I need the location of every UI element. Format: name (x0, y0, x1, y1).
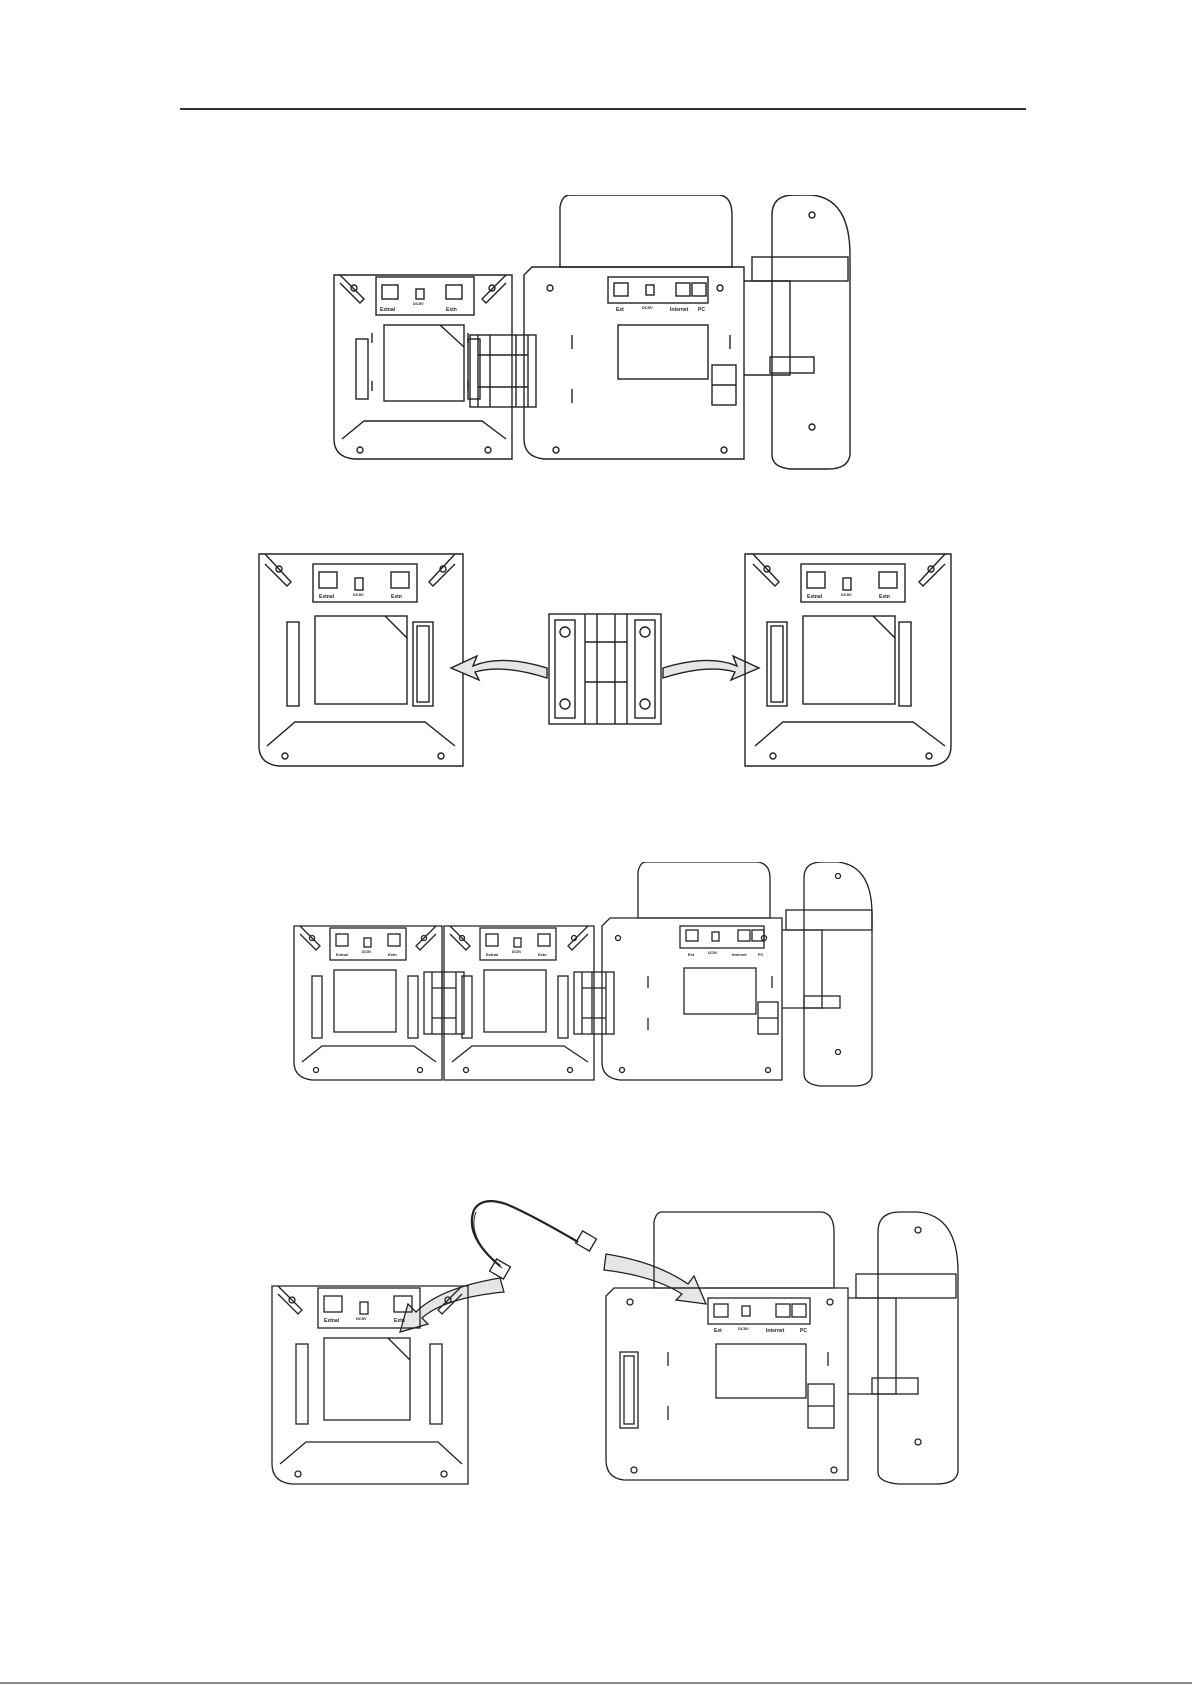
figure-connector-insertion: Extnal DC5V Extn Extnal DC5V Extn (255, 550, 955, 775)
right-module-port-center-label: DC5V (841, 592, 852, 597)
phone-base: Ext DC5V Internet PC (606, 1212, 958, 1484)
left-insert-arrow (451, 656, 547, 680)
expansion-module-a: Extnal DC5V Extn (294, 926, 442, 1080)
module-a-port-left-label: Extnal (336, 952, 348, 957)
phone-port-power-label: DC5V (738, 1326, 749, 1331)
left-module-port-center-label: DC5V (353, 592, 364, 597)
module-port-center-label: DC5V (413, 301, 424, 306)
ext-cable (472, 1201, 597, 1279)
module-b-port-left-label: Extnal (486, 952, 498, 957)
module-port-center-label: DC5V (356, 1316, 367, 1321)
phone-port-internet-label: Internet (732, 952, 747, 957)
header-rule (180, 108, 1026, 110)
right-module-port-left-label: Extnal (807, 594, 823, 600)
phone-port-pc-label: PC (800, 1328, 807, 1334)
phone-base: Ext DC5V Internet PC (602, 862, 872, 1086)
phone-port-ext-label: Ext (688, 952, 695, 957)
phone-port-ext-label: Ext (616, 307, 624, 313)
left-module-port-left-label: Extnal (319, 594, 335, 600)
phone-port-power-label: DC5V (708, 951, 718, 955)
left-expansion-module: Extnal DC5V Extn (259, 554, 463, 766)
phone-port-internet-label: Internet (670, 307, 689, 313)
module-b-port-right-label: Extn (538, 952, 547, 957)
phone-port-power-label: DC5V (642, 305, 653, 310)
module-b-port-center-label: DC5V (512, 950, 522, 954)
module-a-port-right-label: Extn (388, 952, 397, 957)
left-module-port-right-label: Extn (391, 594, 402, 600)
expansion-module: Extnal DC5V Extn (272, 1286, 468, 1484)
module-port-right-label: Extn (446, 307, 457, 313)
module-port-left-label: Extnal (380, 307, 396, 313)
right-module-port-right-label: Extn (879, 594, 890, 600)
phone-base: Ext DC5V Internet PC (524, 195, 850, 469)
footer-rule (0, 1682, 1192, 1684)
module-port-left-label: Extnal (324, 1318, 340, 1324)
phone-port-pc-label: PC (698, 307, 705, 313)
phone-insert-arrow (604, 1254, 706, 1304)
figure-cable-connection: Extnal DC5V Extn Ext DC5V Internet PC (268, 1192, 968, 1492)
phone-port-ext-label: Ext (714, 1328, 722, 1334)
figure-two-modules-and-phone: Extnal DC5V Extn Extnal DC5V Extn (292, 862, 932, 1087)
module-a-port-center-label: DC5V (362, 950, 372, 954)
right-expansion-module: Extnal DC5V Extn (745, 554, 951, 766)
expansion-module: Extnal DC5V Extn (334, 275, 512, 459)
phone-port-pc-label: PC (758, 952, 764, 957)
phone-port-internet-label: Internet (766, 1328, 785, 1334)
connector-clip (549, 614, 661, 724)
module-port-right-label: Extn (394, 1318, 405, 1324)
figure-assembled-module-and-phone: Extnal DC5V Extn Ext DC5V Internet PC (320, 195, 900, 470)
expansion-module-b: Extnal DC5V Extn (444, 926, 594, 1080)
